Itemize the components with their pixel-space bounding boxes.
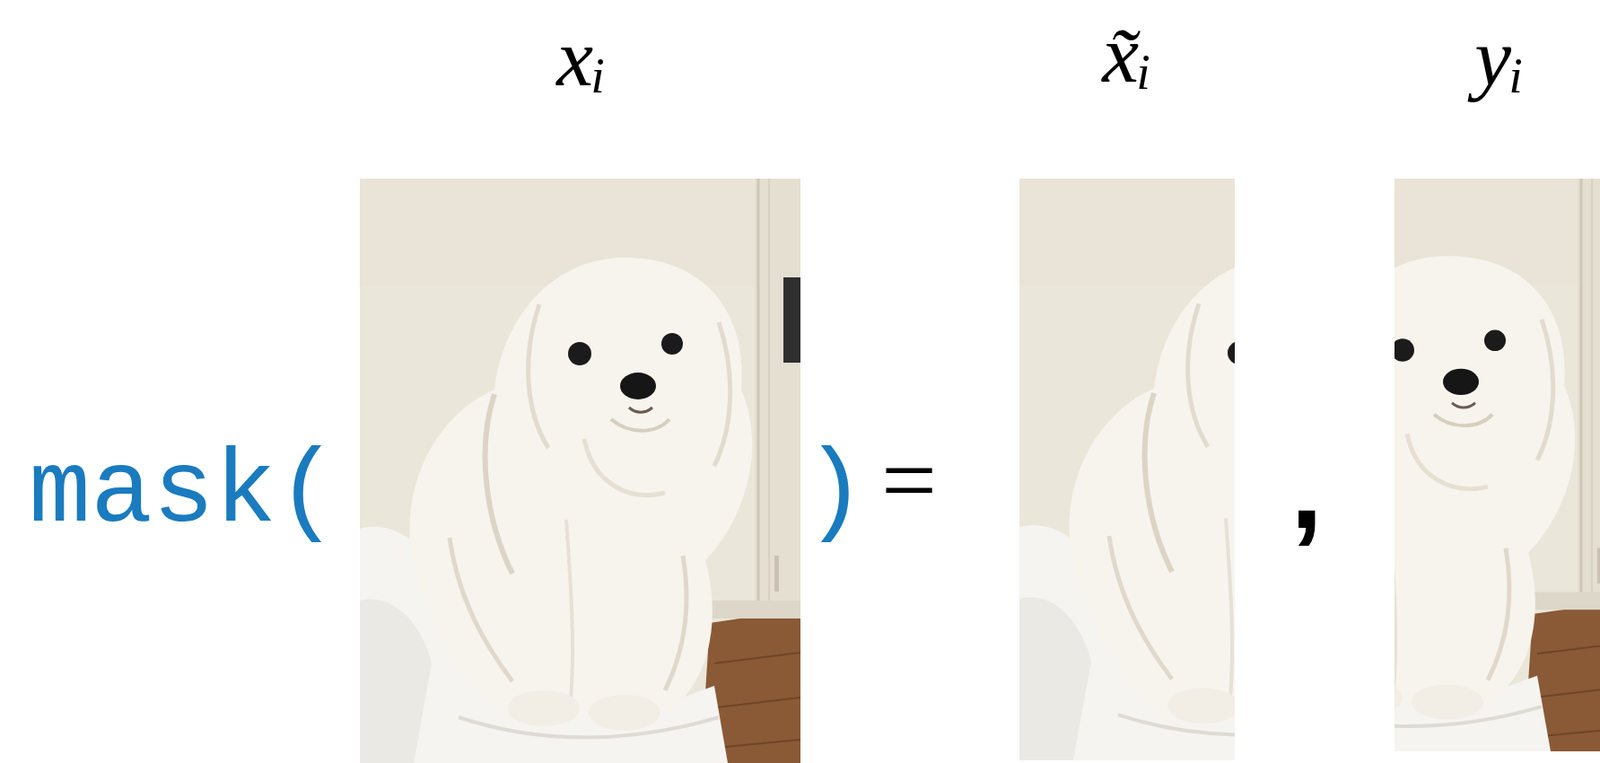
dog-photo	[359, 178, 801, 763]
variable-label: xᵢ	[556, 16, 606, 99]
target-photo	[1182, 178, 1600, 752]
masked-input-photo	[1019, 178, 1461, 761]
variable-label: x̃ᵢ	[1101, 12, 1152, 96]
function-name: mask(	[28, 441, 339, 545]
comma: ,	[1290, 428, 1323, 546]
parenthesis: )	[804, 441, 866, 545]
equals-sign: =	[881, 430, 937, 530]
variable-label: yᵢ	[1474, 16, 1524, 99]
